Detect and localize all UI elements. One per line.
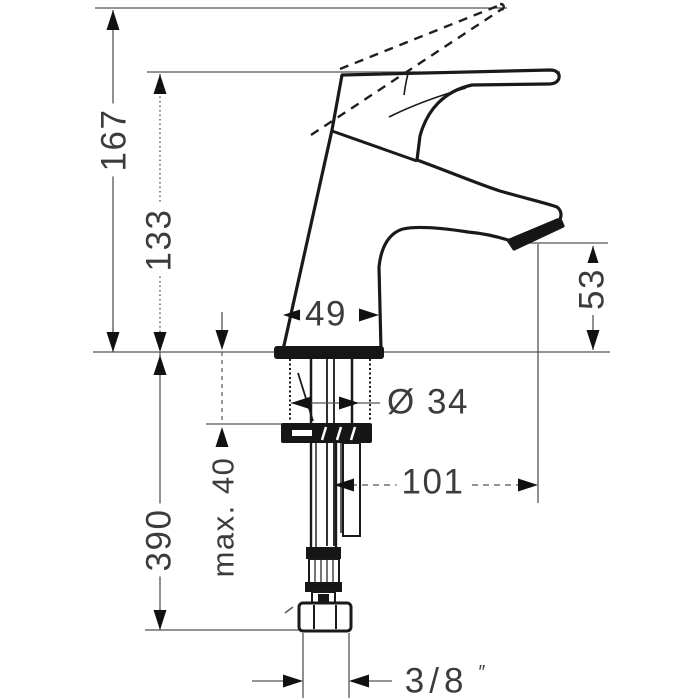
hose-crimp-lower [305, 582, 342, 592]
arrow-167-down [106, 332, 120, 352]
dim-label-133: 133 [140, 203, 179, 277]
hose-crimp-upper [306, 547, 341, 559]
arrow-max40-up [215, 427, 229, 447]
threaded-shank [289, 359, 371, 546]
raised-handle-outline [310, 2, 505, 137]
aerator-outlet [508, 218, 563, 249]
hose-neck-core [318, 594, 329, 603]
dim-label-max40: max. 40 [206, 451, 241, 583]
hose-tick-mark [284, 606, 294, 614]
supply-pipe [309, 442, 361, 547]
arrow-38-left-pointing [349, 674, 369, 688]
dim-label-dia34: Ø 34 [382, 384, 474, 420]
arrow-53-down [586, 330, 600, 350]
dim-label-38: 3/8 ″ [399, 661, 491, 700]
dimension-arrows [106, 10, 600, 688]
arrow-53-up [586, 246, 600, 266]
arrow-dia34-left [291, 396, 311, 410]
nut-mark-2 [335, 426, 343, 441]
dim-label-38-value: 3/8 [404, 661, 469, 700]
dim-label-38-unit: ″ [478, 662, 486, 684]
hose-braid [308, 558, 340, 584]
dim-label-101: 101 [396, 464, 470, 500]
shank-diagonal-line [297, 372, 314, 422]
arrow-167-up [106, 10, 120, 30]
mounting-nut [281, 423, 372, 443]
arrow-390-up [153, 355, 167, 375]
connector-nut [297, 601, 353, 633]
arrow-101-left [334, 478, 354, 492]
handle-skirt-curve [388, 87, 467, 118]
base-flange [274, 346, 384, 359]
arrow-49-right [359, 308, 379, 322]
dim-label-167: 167 [95, 103, 134, 177]
flexible-hose [284, 547, 353, 633]
arrow-133-up [153, 74, 167, 94]
dim-label-49: 49 [300, 296, 352, 332]
raised-handle-tip [499, 2, 505, 11]
nut-mark-3 [349, 426, 357, 441]
arrow-dia34-right [339, 396, 359, 410]
below-deck-assembly [274, 346, 384, 633]
arrow-133-down [153, 332, 167, 352]
raised-handle-upper-edge [339, 3, 501, 71]
dim-label-53: 53 [573, 263, 612, 315]
faucet-body [281, 68, 565, 352]
mounting-nut-body [281, 423, 372, 443]
mounting-nut-slot [292, 430, 312, 436]
arrow-max40-down [215, 330, 229, 350]
arrow-390-down [153, 610, 167, 630]
arrow-101-right [518, 478, 538, 492]
nut-mark-1 [320, 426, 328, 441]
arrow-38-right-pointing [283, 674, 303, 688]
handle-pivot-slot [403, 69, 410, 96]
raised-handle-lower-edge [310, 7, 503, 137]
body-seam-line [331, 129, 418, 163]
arrow-49-left [283, 308, 303, 322]
dim-label-390: 390 [140, 503, 179, 577]
